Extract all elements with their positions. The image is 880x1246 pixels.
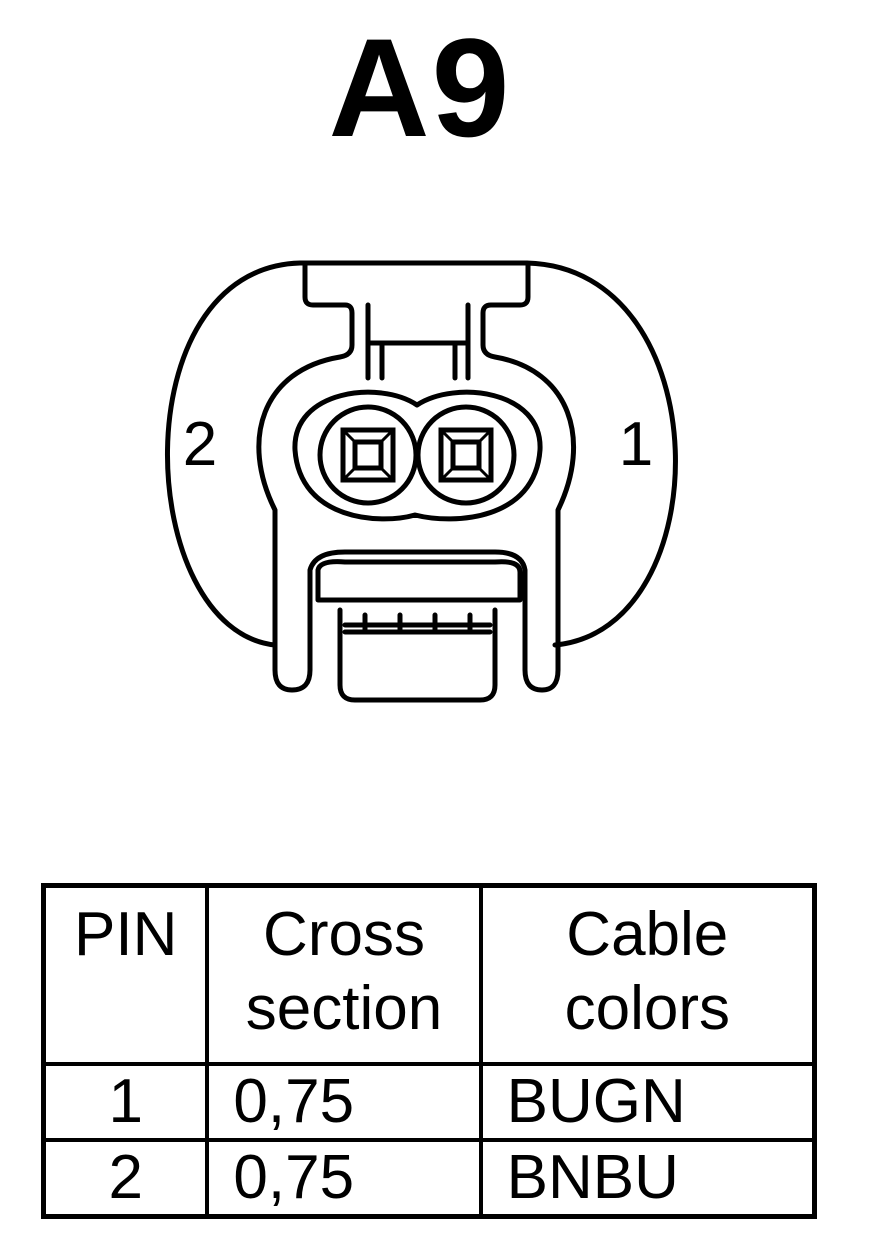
connector-housing-outline xyxy=(165,260,678,648)
pin-1-contact xyxy=(438,427,494,483)
lower-tab-outline xyxy=(315,559,523,603)
table-header-row: PIN Cross section Cable colors xyxy=(41,883,817,1066)
header-pin: PIN xyxy=(41,883,210,1066)
row-pin: 2 xyxy=(41,1138,210,1219)
row-cross-section: 0,75 xyxy=(205,1062,483,1142)
pin-2-contact xyxy=(340,427,396,483)
connector-diagram: 2 1 xyxy=(165,260,678,703)
connector-inner-body xyxy=(256,262,577,693)
pin-cavity-outline xyxy=(292,389,543,522)
row-cable-color: BUGN xyxy=(478,1062,817,1142)
row-cable-color: BNBU xyxy=(478,1138,817,1219)
header-cable-colors: Cable colors xyxy=(478,883,817,1066)
connector-title: A9 xyxy=(328,9,512,166)
pin-2-cavity xyxy=(317,404,419,506)
lower-tab xyxy=(337,607,498,703)
header-cross-section: Cross section xyxy=(205,883,483,1066)
pin-assignment-table: PIN Cross section Cable colors 1 0,75 BU… xyxy=(41,883,817,1219)
latch-window xyxy=(365,302,471,381)
row-pin: 1 xyxy=(41,1062,210,1142)
pin-1-label: 1 xyxy=(619,410,653,479)
table-row: 2 0,75 BNBU xyxy=(41,1138,817,1219)
pin-2-label: 2 xyxy=(183,410,217,479)
pin-1-cavity xyxy=(415,404,517,506)
row-cross-section: 0,75 xyxy=(205,1138,483,1219)
table-row: 1 0,75 BUGN xyxy=(41,1062,817,1142)
